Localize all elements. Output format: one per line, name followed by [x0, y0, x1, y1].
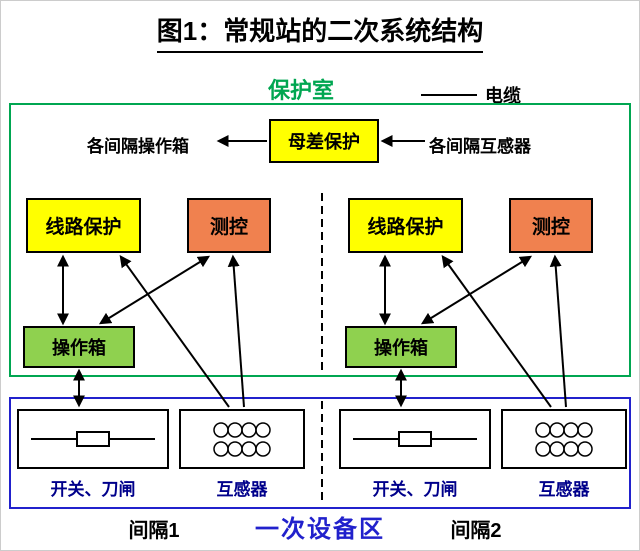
busbar-protection-box: 母差保护 [269, 119, 379, 163]
switch-label: 开关、刀闸 [372, 480, 458, 499]
transformer-device-box [179, 409, 305, 469]
transformer-device-box [501, 409, 627, 469]
transformer-symbol-icon [535, 422, 593, 457]
transformer-label: 互感器 [538, 480, 590, 499]
protection-room-box [9, 103, 631, 377]
switch-label: 开关、刀闸 [50, 480, 136, 499]
figure-title: 图1：常规站的二次系统结构 [156, 11, 484, 53]
cable-line-icon [421, 94, 477, 96]
bay-label: 间隔2 [450, 520, 502, 542]
bay-label: 间隔1 [128, 520, 180, 542]
cable-legend: 电缆 [421, 82, 521, 108]
line-protection-box: 线路保护 [348, 198, 463, 253]
bay-2: 线路保护 测控 操作箱 开关、刀闸 互感器 间隔2 [331, 1, 639, 550]
measure-control-box: 测控 [509, 198, 593, 253]
line-protection-box: 线路保护 [26, 198, 141, 253]
operation-box: 操作箱 [345, 326, 457, 368]
annotation-transformers: 各间隔互感器 [429, 137, 531, 156]
annotation-operation-boxes: 各间隔操作箱 [87, 137, 189, 156]
switch-device-box [339, 409, 491, 469]
primary-area-label: 一次设备区 [255, 516, 385, 543]
measure-control-box: 测控 [187, 198, 271, 253]
cable-legend-label: 电缆 [485, 86, 521, 106]
title-row: 图1：常规站的二次系统结构 [1, 11, 639, 53]
transformer-symbol-icon [213, 422, 271, 457]
primary-area-box [9, 397, 631, 509]
switch-device-box [17, 409, 169, 469]
protection-room-label: 保护室 [267, 78, 334, 103]
switch-symbol-icon [353, 431, 477, 447]
transformer-label: 互感器 [216, 480, 268, 499]
bay-1: 线路保护 测控 操作箱 开关、刀闸 互感器 间隔1 [9, 1, 321, 550]
switch-symbol-icon [31, 431, 155, 447]
operation-box: 操作箱 [23, 326, 135, 368]
